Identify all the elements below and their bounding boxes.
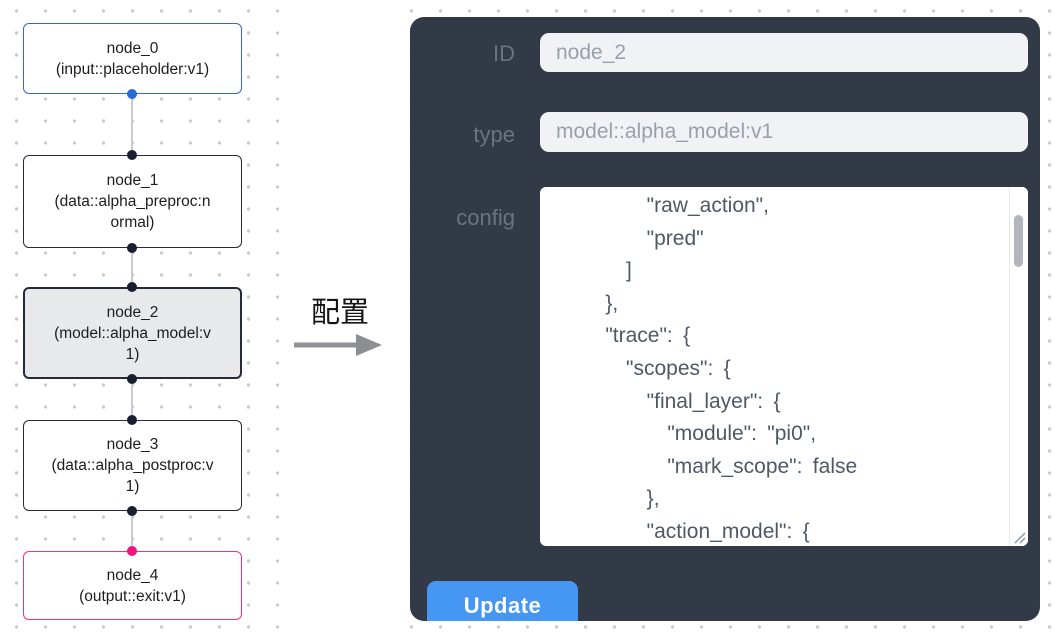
- config-editor[interactable]: "raw_action", "pred" ] }, "trace": { "sc…: [540, 187, 1028, 546]
- config-json-text[interactable]: "raw_action", "pred" ] }, "trace": { "sc…: [605, 194, 858, 543]
- id-label: ID: [493, 41, 515, 66]
- node_2-input-port[interactable]: [127, 282, 137, 292]
- node-subtitle: (data::alpha_preproc:normal): [54, 193, 211, 231]
- config-panel: ID type config "raw_action", "pred" ] },…: [410, 17, 1040, 621]
- node-title: node_4: [106, 566, 159, 584]
- node_1-input-port[interactable]: [127, 150, 137, 160]
- right-arrow-icon: [294, 334, 382, 356]
- type-label: type: [473, 122, 515, 147]
- node-title: node_1: [106, 172, 159, 189]
- flow-node-node_2-selected[interactable]: node_2 (model::alpha_model:v1): [23, 287, 242, 379]
- flow-node-node_1[interactable]: node_1 (data::alpha_preproc:normal): [23, 155, 242, 248]
- node-title: node_3: [106, 436, 159, 453]
- node-title: node_0: [106, 39, 159, 57]
- flow-canvas: node_0 (input::placeholder:v1) node_1 (d…: [0, 0, 300, 643]
- node-subtitle: (data::alpha_postproc:v1): [51, 457, 214, 495]
- update-button[interactable]: Update: [427, 581, 578, 621]
- scrollbar-track[interactable]: [1009, 187, 1028, 546]
- flow-node-node_0[interactable]: node_0 (input::placeholder:v1): [23, 23, 242, 94]
- node_1-output-port[interactable]: [127, 243, 137, 253]
- node-title: node_2: [106, 303, 159, 321]
- node_3-output-port[interactable]: [127, 506, 137, 516]
- config-annotation: 配置: [292, 296, 388, 358]
- type-input[interactable]: [540, 112, 1028, 152]
- node_4-input-port[interactable]: [127, 546, 137, 556]
- scrollbar-thumb[interactable]: [1014, 215, 1023, 267]
- flow-node-node_4[interactable]: node_4 (output::exit:v1): [23, 551, 242, 620]
- node-subtitle: (input::placeholder:v1): [55, 60, 210, 78]
- flow-node-node_3[interactable]: node_3 (data::alpha_postproc:v1): [23, 420, 242, 511]
- id-input[interactable]: [540, 33, 1028, 72]
- node_0-output-port[interactable]: [127, 89, 137, 99]
- annotation-label: 配置: [310, 297, 369, 329]
- resize-handle-icon[interactable]: [1011, 529, 1026, 544]
- node-subtitle: (model::alpha_model:v1): [54, 324, 211, 363]
- node-subtitle: (output::exit:v1): [79, 587, 186, 605]
- config-label: config: [456, 205, 515, 230]
- node_3-input-port[interactable]: [127, 415, 137, 425]
- node_2-output-port[interactable]: [127, 374, 137, 384]
